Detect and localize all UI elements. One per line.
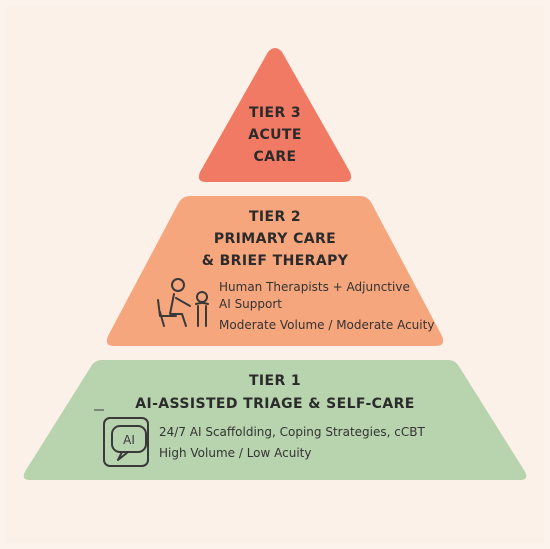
tier-1-detail-2: High Volume / Low Acuity bbox=[159, 446, 312, 460]
therapy-session-icon bbox=[157, 278, 209, 327]
tier-1-subtitle: AI-ASSISTED TRIAGE & SELF-CARE bbox=[135, 396, 415, 412]
tier-2-detail-3: Moderate Volume / Moderate Acuity bbox=[219, 318, 435, 332]
tier-1-title: TIER 1 bbox=[248, 373, 302, 389]
tier-1-shape bbox=[23, 360, 527, 480]
tier-2-detail-2: AI Support bbox=[219, 297, 282, 311]
tier-2-subtitle-line-1: PRIMARY CARE bbox=[213, 231, 337, 247]
tier-2-detail-1: Human Therapists + Adjunctive bbox=[219, 280, 410, 294]
ai-chat-phone-icon bbox=[103, 417, 149, 467]
tier-2-title: TIER 2 bbox=[248, 209, 302, 225]
tier-3-title: TIER 3 bbox=[248, 105, 302, 121]
tier-2-shape bbox=[106, 196, 444, 346]
tier-1-detail-1: 24/7 AI Scaffolding, Coping Strategies, … bbox=[159, 425, 425, 439]
ai-icon-label: AI bbox=[123, 433, 135, 447]
tier-3-shape bbox=[198, 48, 352, 182]
tier-3-subtitle-line-2: CARE bbox=[253, 149, 297, 165]
tier-2-subtitle-line-2: & BRIEF THERAPY bbox=[201, 253, 349, 269]
tier-3-subtitle-line-1: ACUTE bbox=[248, 127, 302, 143]
